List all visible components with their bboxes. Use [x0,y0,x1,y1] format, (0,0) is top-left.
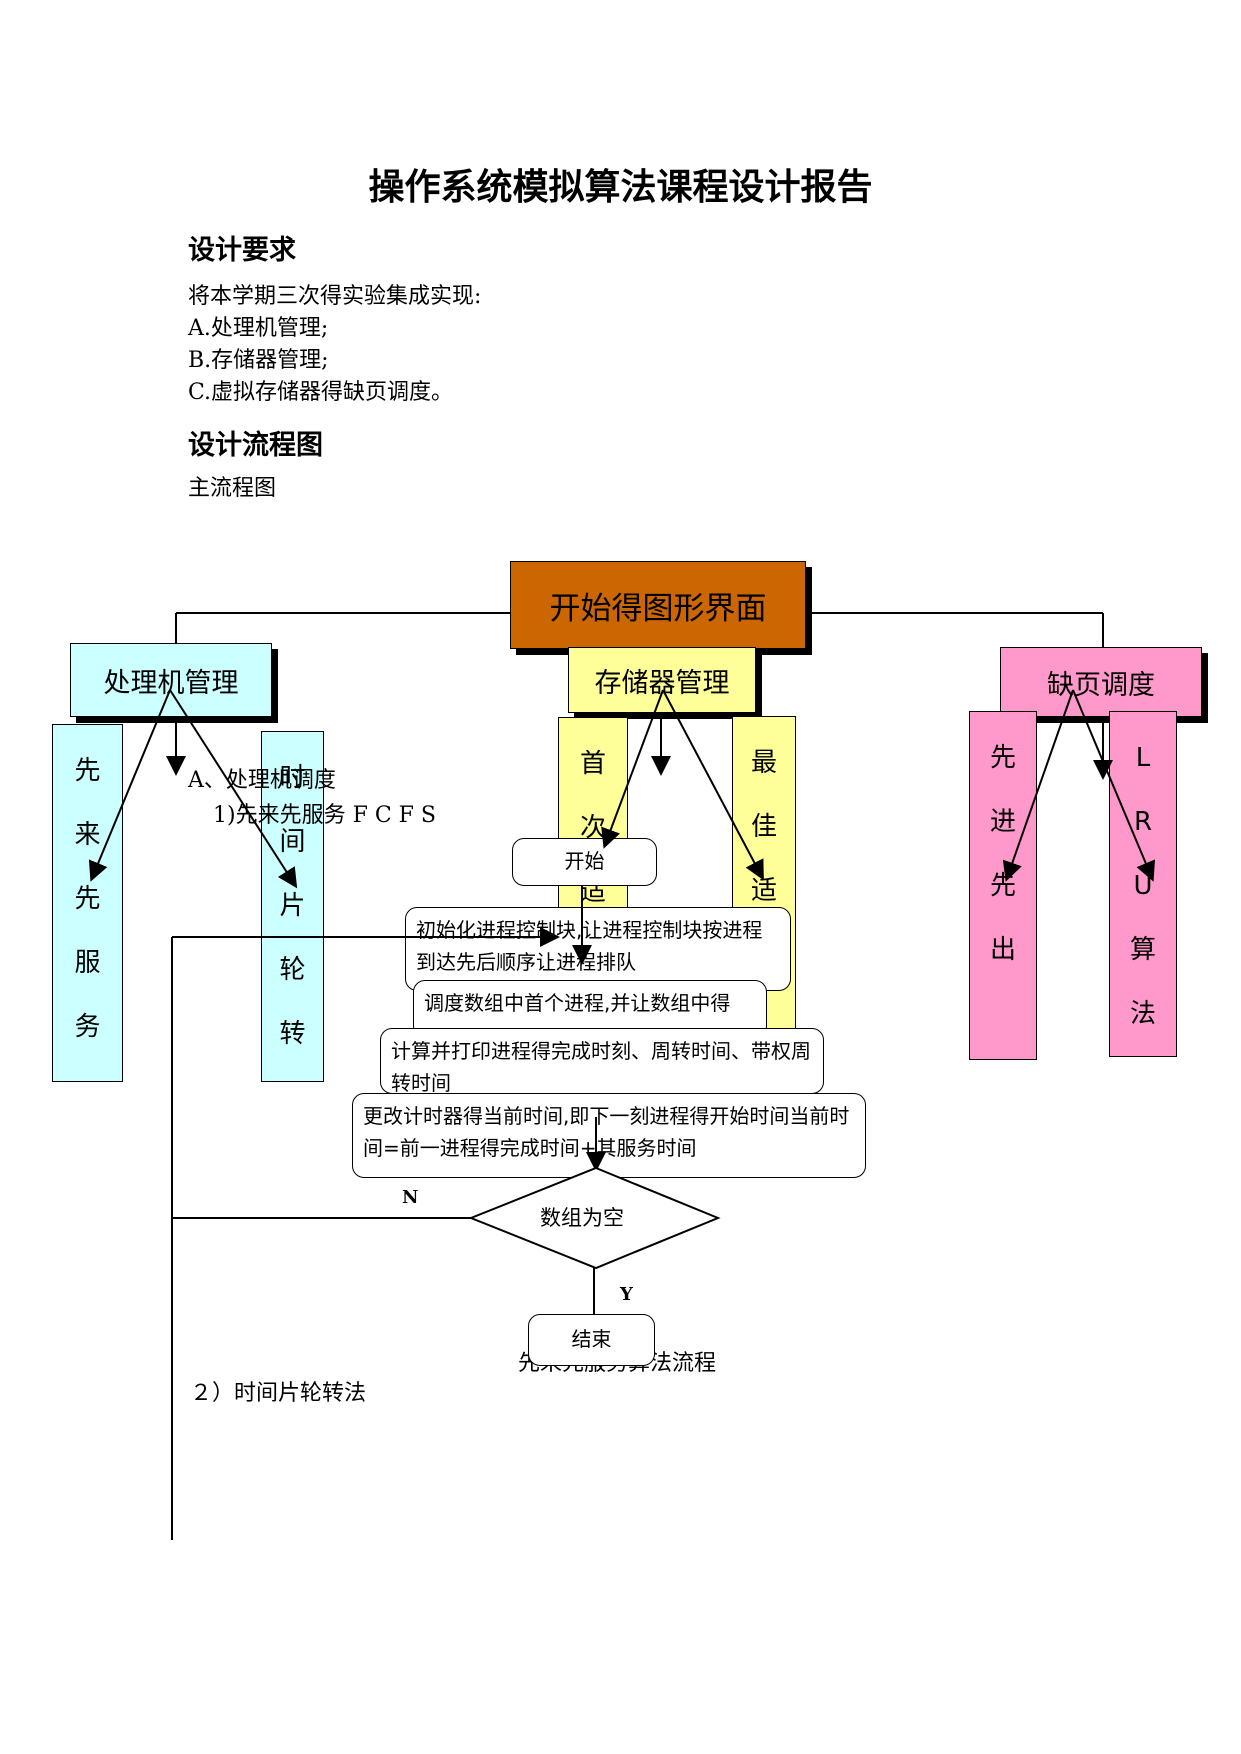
lru-char: 法 [1129,999,1156,1029]
storage-management-box: 存储器管理 [568,647,756,713]
fifo-char: 先 [989,743,1016,773]
round-robin-heading: ２）时间片轮转法 [190,1381,367,1406]
init-pcb-step: 初始化进程控制块,让进程控制块按进程到达先后顺序让进程排队 [405,907,791,991]
start-terminal: 开始 [512,838,657,886]
fcfs-column-box: 先 来 先 服 务 [52,724,123,1082]
schedule-first-process-text: 调度数组中首个进程,并让数组中得 [424,991,731,1015]
rr-char: 时 [279,763,306,793]
best-fit-char: 佳 [750,812,777,842]
processor-scheduling-heading: A、处理机调度 [188,768,336,793]
requirements-list: 将本学期三次得实验集成实现: A.处理机管理; B.存储器管理; C.虚拟存储器… [188,281,481,409]
compute-times-text: 计算并打印进程得完成时刻、周转时间、带权周转时间 [391,1039,811,1094]
update-timer-step: 更改计时器得当前时间,即下一刻进程得开始时间当前时间=前一进程得完成时间+其服务… [352,1093,866,1178]
page-fault-box: 缺页调度 [1000,647,1202,717]
first-fit-char: 首 [579,749,606,779]
decision-no-label: N [402,1187,419,1208]
lru-column-box: L R U 算 法 [1109,711,1177,1057]
fifo-column-box: 先 进 先 出 [969,711,1037,1060]
best-fit-char: 最 [750,748,777,778]
section-heading-flowchart: 设计流程图 [188,430,323,461]
rr-char: 转 [279,1019,306,1049]
fifo-char: 出 [989,935,1016,965]
lru-char: R [1133,807,1153,837]
rr-char: 片 [279,891,306,921]
main-flowchart-label: 主流程图 [188,476,277,501]
start-label: 开始 [564,849,605,873]
update-timer-text: 更改计时器得当前时间,即下一刻进程得开始时间当前时间=前一进程得完成时间+其服务… [363,1104,850,1160]
lru-char: 算 [1129,935,1156,965]
root-box-gui: 开始得图形界面 [510,561,806,649]
processor-management-box: 处理机管理 [70,643,272,717]
fcfs-char: 先 [74,884,101,914]
decision-label: 数组为空 [540,1206,624,1230]
decision-yes-label: Y [620,1284,633,1305]
requirements-line: B.存储器管理; [188,348,329,373]
rr-char: 间 [279,827,306,857]
fcfs-char: 先 [74,756,101,786]
fifo-char: 进 [989,807,1016,837]
fcfs-char: 服 [74,948,101,978]
fcfs-char: 来 [74,820,101,850]
rr-char: 轮 [279,955,306,985]
page-fault-label: 缺页调度 [1047,669,1155,701]
root-box-label: 开始得图形界面 [549,590,767,627]
section-heading-requirements: 设计要求 [188,235,296,266]
requirements-line: A.处理机管理; [188,316,329,341]
page-title: 操作系统模拟算法课程设计报告 [368,167,873,208]
lru-char: L [1135,743,1151,773]
end-label: 结束 [571,1327,612,1351]
requirements-line: C.虚拟存储器得缺页调度。 [188,380,454,405]
round-robin-column-box: 时 间 片 轮 转 [261,731,324,1082]
fcfs-char: 务 [74,1012,101,1042]
end-terminal: 结束 [528,1314,655,1366]
compute-times-step: 计算并打印进程得完成时刻、周转时间、带权周转时间 [380,1028,824,1094]
requirements-line: 将本学期三次得实验集成实现: [188,284,482,309]
best-fit-char: 适 [750,876,777,906]
